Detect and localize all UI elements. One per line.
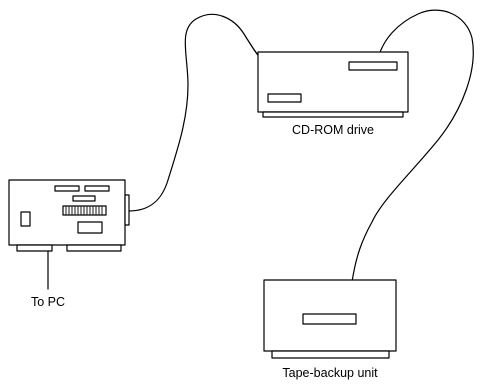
tape-backup-base bbox=[271, 350, 390, 359]
tape-backup-label: Tape-backup unit bbox=[282, 366, 378, 380]
cd-rom-base bbox=[262, 111, 404, 118]
to-pc-label: To PC bbox=[31, 295, 65, 309]
card-connector-left bbox=[16, 244, 53, 252]
card-chip-4 bbox=[77, 221, 103, 234]
cable-card-to-cdrom bbox=[128, 13, 263, 212]
card-jumper bbox=[20, 211, 31, 227]
card-dip-switch bbox=[62, 205, 107, 216]
card-chip-1 bbox=[54, 185, 80, 192]
scsi-card bbox=[8, 179, 130, 252]
cd-rom-drive bbox=[257, 51, 409, 118]
card-chip-3 bbox=[72, 195, 96, 202]
card-chip-2 bbox=[84, 185, 110, 192]
cable-cdrom-to-tape bbox=[351, 9, 474, 283]
cd-rom-panel bbox=[267, 93, 302, 103]
cd-rom-tray bbox=[348, 61, 398, 71]
card-dip-switch-ticks bbox=[65, 206, 103, 215]
cd-rom-label: CD-ROM drive bbox=[292, 123, 374, 137]
tape-backup-unit bbox=[263, 279, 397, 359]
card-connector-right bbox=[66, 244, 122, 252]
tape-slot bbox=[302, 313, 357, 325]
